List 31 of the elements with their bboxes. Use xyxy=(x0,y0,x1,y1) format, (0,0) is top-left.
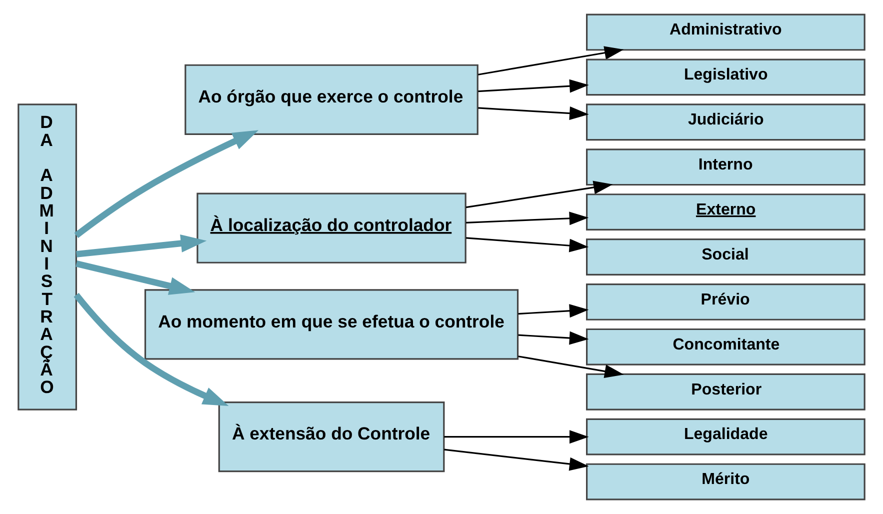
arrow xyxy=(444,448,589,471)
arrow xyxy=(478,46,624,76)
node-box: À localização do controlador xyxy=(196,192,466,264)
node-box: Mérito xyxy=(586,463,866,500)
node-box: Social xyxy=(586,238,866,276)
node-box: Concomitante xyxy=(586,328,866,366)
arrow xyxy=(74,292,229,406)
arrow xyxy=(518,304,589,318)
node-box: Administrativo xyxy=(586,14,866,51)
arrow xyxy=(478,106,589,120)
node-box: Posterior xyxy=(586,373,866,410)
arrow xyxy=(518,331,589,345)
arrow xyxy=(76,234,207,258)
arrow xyxy=(478,79,589,93)
node-box: DA ADMINISTRAÇÃO xyxy=(18,104,78,410)
node-box: Legalidade xyxy=(586,418,866,456)
node-box: Legislativo xyxy=(586,58,866,96)
node-box: Ao órgão que exerce o controle xyxy=(184,64,478,135)
node-box: Judiciário xyxy=(586,104,866,141)
arrow xyxy=(466,212,589,226)
node-box: À extensão do Controle xyxy=(218,402,445,472)
arrow xyxy=(466,237,589,252)
node-box: Interno xyxy=(586,148,866,186)
node-box: Externo xyxy=(586,194,866,230)
node-box: Prévio xyxy=(586,284,866,320)
node-box: Ao momento em que se efetua o controle xyxy=(144,289,519,360)
arrow xyxy=(444,430,589,444)
arrow xyxy=(518,356,624,378)
arrow xyxy=(466,180,613,208)
arrow xyxy=(76,260,196,295)
arrow xyxy=(74,130,259,238)
